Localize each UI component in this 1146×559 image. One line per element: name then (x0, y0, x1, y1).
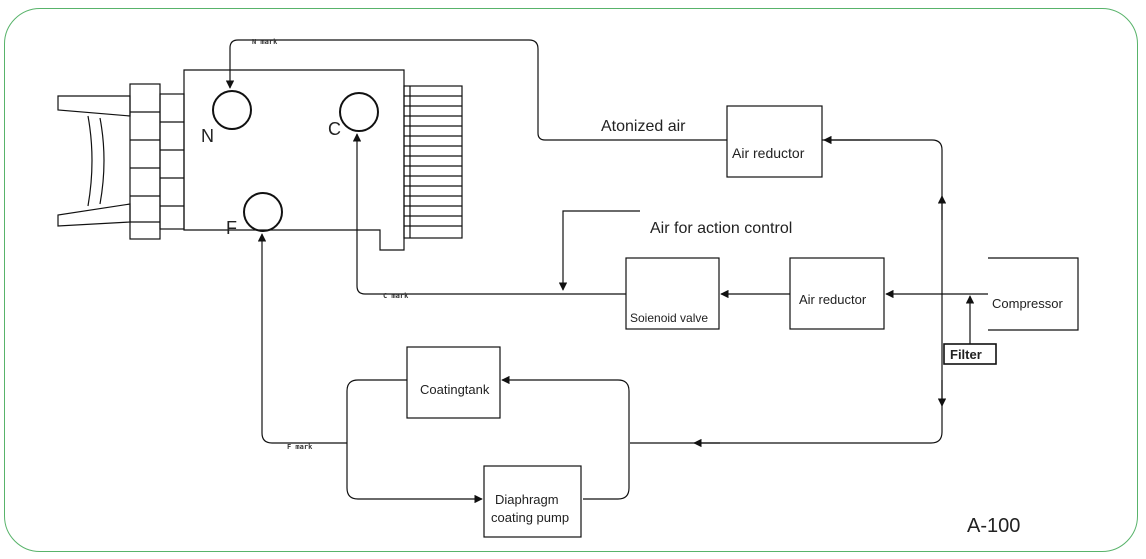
coating-tank-label: Coatingtank (420, 382, 490, 397)
supply-main-line (630, 139, 943, 444)
port-n-label: N (201, 126, 214, 146)
port-f-label: F (226, 218, 237, 238)
diagram-frame (4, 8, 1138, 552)
coating-loop-right (501, 375, 630, 500)
filter-label: Filter (950, 347, 982, 362)
model-code: A-100 (967, 515, 1020, 537)
coating-tank-box (406, 346, 501, 419)
port-n-icon (212, 90, 252, 130)
action-air-label: Air for action control (650, 220, 792, 237)
compressor-box (988, 257, 1079, 331)
c-line (352, 133, 626, 295)
coating-loop-left (346, 379, 483, 504)
f-mark-label: F mark (287, 443, 313, 451)
spray-gun-icon (57, 69, 463, 251)
solenoid-valve-label: Soienoid valve (630, 311, 708, 325)
compressor-label: Compressor (992, 296, 1063, 311)
action-air-line (558, 210, 640, 291)
pump-label-line2: coating pump (491, 510, 569, 525)
pump-label-line1: Diaphragm (495, 492, 559, 507)
port-c-label: C (328, 119, 341, 139)
air-reductor-top-box (726, 105, 823, 178)
port-f-icon (243, 192, 283, 232)
air-reductor-mid-label: Air reductor (799, 292, 867, 307)
n-line (225, 39, 727, 141)
air-reductor-top-label: Air reductor (732, 145, 805, 161)
n-mark-label: N mark (252, 38, 278, 46)
pump-box (483, 465, 582, 538)
atomized-air-label: Atonized air (601, 118, 686, 135)
c-mark-label: C mark (383, 292, 409, 300)
port-c-icon (339, 92, 379, 132)
f-line (257, 233, 347, 444)
